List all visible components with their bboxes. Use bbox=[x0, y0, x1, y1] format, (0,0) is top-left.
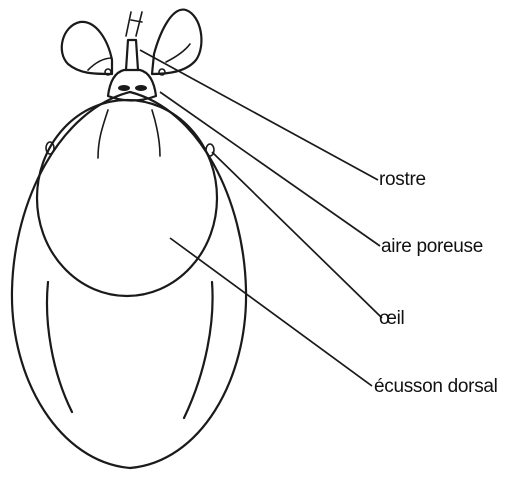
palp-left-segment bbox=[88, 58, 112, 70]
palp-right bbox=[152, 10, 201, 74]
lateral-groove-left bbox=[47, 282, 72, 412]
porose-area-left bbox=[118, 85, 130, 91]
leader-aire-poreuse bbox=[160, 92, 380, 246]
hypostome bbox=[126, 40, 138, 70]
lateral-groove-right bbox=[184, 282, 213, 418]
label-aire-poreuse: aire poreuse bbox=[381, 236, 483, 258]
label-ecusson-dorsal: écusson dorsal bbox=[374, 376, 498, 398]
leader-oeil bbox=[212, 152, 382, 318]
scutum-outline bbox=[37, 100, 217, 296]
leader-ecusson-dorsal bbox=[170, 238, 372, 386]
chelicerae bbox=[126, 12, 142, 36]
cervical-groove-right bbox=[152, 110, 160, 156]
palp-left bbox=[62, 22, 112, 74]
palp-right-segment bbox=[166, 44, 190, 62]
idiosoma-outline bbox=[12, 92, 246, 468]
porose-area-right bbox=[135, 85, 147, 91]
label-oeil: œil bbox=[379, 308, 404, 330]
label-rostre: rostre bbox=[379, 169, 426, 191]
cervical-groove-left bbox=[98, 110, 108, 158]
eye-right bbox=[206, 144, 214, 156]
